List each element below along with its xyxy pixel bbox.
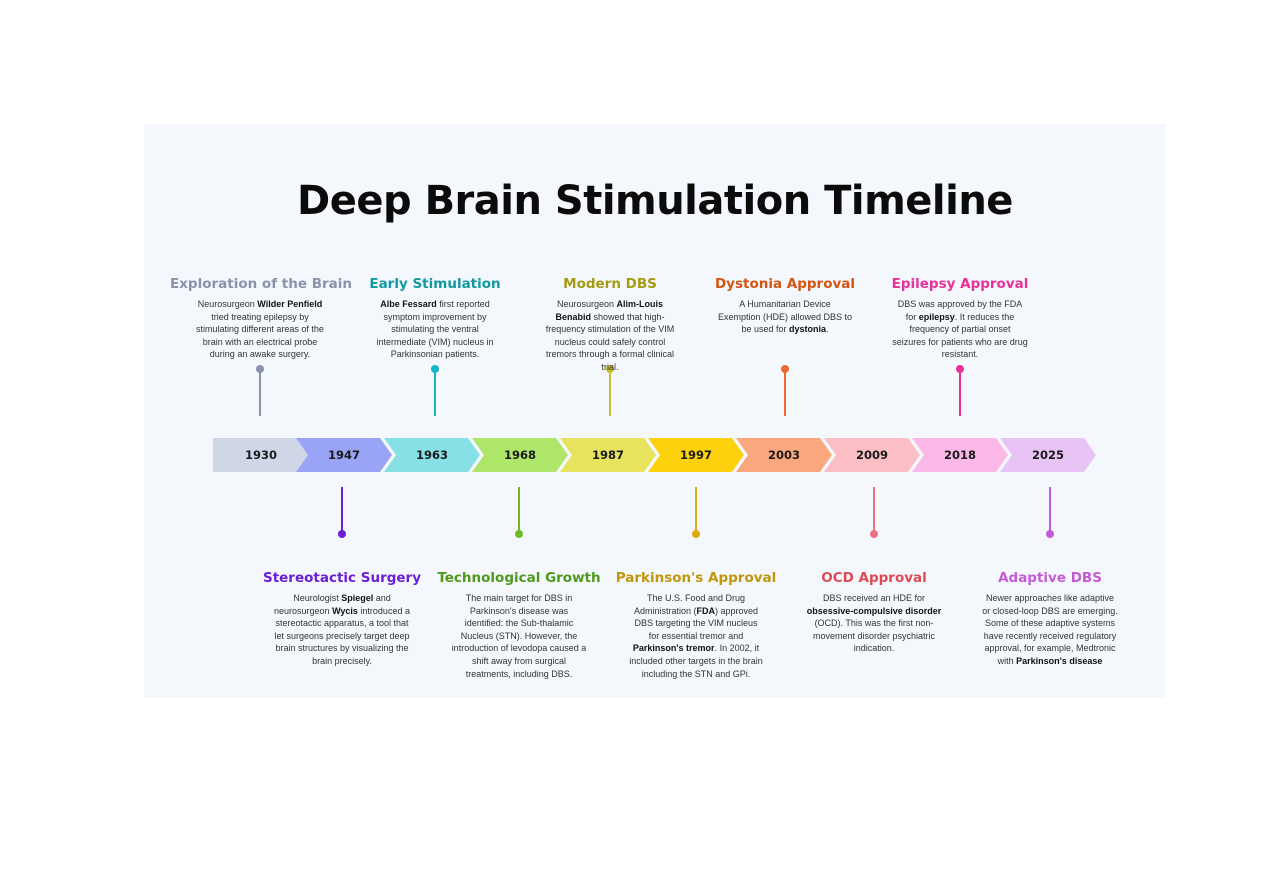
event-title: Exploration of the Brain [170, 276, 352, 292]
event-description-emphasis: Parkinson's tremor [632, 643, 715, 654]
event-description-emphasis: Albe Fessard [380, 299, 437, 309]
event-connector-line [695, 487, 697, 534]
event-description: Neurosurgeon Alim-Louis Benabid showed t… [542, 298, 678, 374]
year-chevron-2018: 2018 [912, 438, 1008, 472]
event-description-emphasis: Alim-Louis Benabid [555, 299, 664, 322]
event-title: Technological Growth [437, 570, 601, 586]
event-description: A Humanitarian Device Exemption (HDE) al… [717, 298, 853, 336]
event-title: Early Stimulation [369, 276, 501, 292]
event-adaptive-dbs: Adaptive DBS Newer approaches like adapti… [960, 570, 1140, 668]
event-marker-dot [515, 530, 523, 538]
event-description-text: A Humanitarian Device Exemption (HDE) al… [717, 299, 853, 335]
event-description-emphasis: Wilder Penfield [257, 299, 323, 309]
event-modern-dbs: Modern DBS Neurosurgeon Alim-Louis Benabi… [520, 276, 700, 374]
event-marker-dot [431, 365, 439, 373]
event-description: DBS was approved by the FDA for epilepsy… [892, 298, 1028, 361]
event-description-emphasis: Parkinson's disease [1016, 655, 1103, 666]
event-description-text: Newer approaches like adaptive or closed… [982, 593, 1118, 666]
event-description-text: Neurologist [293, 593, 342, 603]
event-description-text: The U.S. Food and Drug Administration ( [633, 593, 746, 616]
year-chevron-2025: 2025 [1000, 438, 1096, 472]
event-description-text: . In 2002, it included other targets in … [629, 643, 763, 679]
event-description-text: The main target for DBS in Parkinson's d… [451, 593, 587, 679]
timeline-card [144, 124, 1166, 698]
event-marker-dot [338, 530, 346, 538]
event-title: OCD Approval [821, 570, 927, 586]
event-connector-line [609, 369, 611, 416]
event-description-text: ) approved DBS targeting the VIM nucleus… [634, 605, 759, 641]
year-chevron-1963: 1963 [384, 438, 480, 472]
event-marker-dot [956, 365, 964, 373]
event-description-emphasis: Spiegel [341, 593, 374, 603]
event-title: Dystonia Approval [714, 276, 856, 292]
event-description: Neurologist Spiegel and neurosurgeon Wyc… [274, 592, 410, 668]
event-connector-line [518, 487, 520, 534]
event-description-text: DBS received an HDE for [822, 593, 926, 603]
event-marker-dot [692, 530, 700, 538]
year-chevron-2009: 2009 [824, 438, 920, 472]
event-title: Modern DBS [563, 276, 657, 292]
year-chevron-1947: 1947 [296, 438, 392, 472]
event-description-text: . It reduces the frequency of partial on… [892, 311, 1028, 360]
event-description-text: . [826, 324, 829, 335]
event-title: Stereotactic Surgery [262, 570, 422, 586]
event-description-text: Neurosurgeon [556, 299, 617, 309]
event-description-text: Neurosurgeon [197, 299, 258, 309]
event-connector-line [959, 369, 961, 416]
event-description-text: first reported symptom improvement by st… [376, 299, 494, 360]
event-connector-line [259, 369, 261, 416]
page-title: Deep Brain Stimulation Timeline [297, 178, 1013, 224]
event-marker-dot [606, 365, 614, 373]
event-description: The U.S. Food and Drug Administration (F… [628, 592, 764, 680]
event-description: Neurosurgeon Wilder Penfield tried treat… [192, 298, 328, 361]
event-description-emphasis: FDA [696, 605, 716, 616]
event-description: DBS received an HDE for obsessive-compul… [806, 592, 942, 655]
year-chevron-1968: 1968 [472, 438, 568, 472]
event-description-emphasis: obsessive-compulsive disorder [806, 605, 942, 616]
event-description-text: showed that high-frequency stimulation o… [545, 311, 675, 372]
event-connector-line [873, 487, 875, 534]
event-title: Parkinson's Approval [615, 570, 777, 586]
event-title: Adaptive DBS [998, 570, 1102, 586]
event-connector-line [434, 369, 436, 416]
event-description-text: DBS was approved by the FDA for [897, 299, 1023, 322]
event-description-emphasis: Wycis [332, 605, 358, 616]
event-connector-line [341, 487, 343, 534]
event-description: The main target for DBS in Parkinson's d… [451, 592, 587, 680]
event-description: Albe Fessard first reported symptom impr… [367, 298, 503, 361]
event-description-text: tried treating epilepsy by stimulating d… [196, 311, 324, 360]
event-marker-dot [870, 530, 878, 538]
year-chevron-2003: 2003 [736, 438, 832, 472]
event-dystonia-approval: Dystonia Approval A Humanitarian Device E… [695, 276, 875, 336]
year-chevron-1987: 1987 [560, 438, 656, 472]
event-marker-dot [781, 365, 789, 373]
year-chevron-1997: 1997 [648, 438, 744, 472]
event-title: Epilepsy Approval [891, 276, 1029, 292]
year-chevron-1930: 1930 [213, 438, 309, 472]
event-connector-line [784, 369, 786, 416]
event-description-text: and neurosurgeon [274, 593, 391, 616]
event-description-emphasis: epilepsy [918, 311, 955, 322]
event-marker-dot [256, 365, 264, 373]
event-connector-line [1049, 487, 1051, 534]
event-description-emphasis: dystonia [789, 324, 827, 335]
event-marker-dot [1046, 530, 1054, 538]
event-description-text: introduced a stereotactic apparatus, a t… [274, 605, 410, 666]
event-description-text: (OCD). This was the first non-movement d… [812, 618, 936, 654]
event-description: Newer approaches like adaptive or closed… [982, 592, 1118, 668]
